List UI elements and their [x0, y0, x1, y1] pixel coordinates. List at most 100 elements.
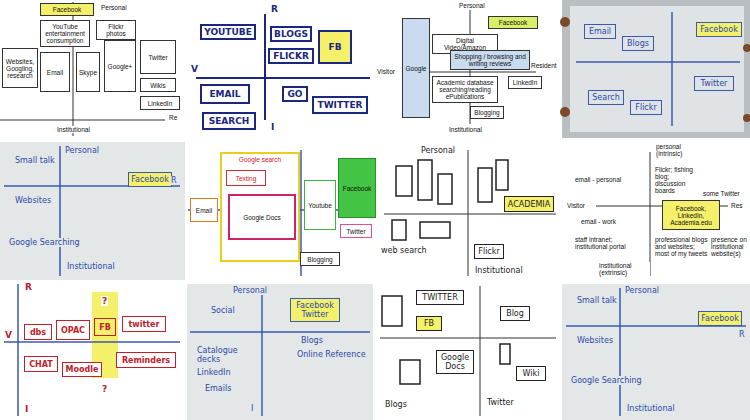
box-text: CHAT: [27, 360, 55, 369]
service-box: Google+: [104, 40, 136, 92]
service-box: CHAT: [24, 356, 58, 372]
map-label: Personal: [420, 146, 456, 155]
service-box: Shopping / browsing and writing reviews: [450, 50, 530, 70]
service-box: FLICKR: [268, 48, 314, 64]
highlight-box: FB: [94, 318, 116, 336]
map-label: Personal: [64, 146, 100, 155]
service-box: LinkedIn: [140, 96, 180, 110]
axis-line: [4, 341, 180, 343]
box-text: Facebook: [341, 185, 373, 192]
axis-line: [261, 288, 263, 416]
box-text: FLICKR: [272, 51, 310, 61]
map-label: R: [738, 330, 746, 339]
service-box: SEARCH: [202, 112, 256, 130]
map-label: Small talk: [576, 296, 618, 305]
service-box: Google: [402, 18, 430, 118]
service-box: Email: [40, 52, 70, 92]
map-label: Small talk: [14, 156, 56, 165]
service-box: Twitter: [340, 224, 372, 238]
box-text: YouTube entertainment consumption: [43, 23, 87, 44]
service-box: Youtube: [304, 180, 336, 230]
empty-box: [420, 222, 450, 238]
map-label: staff intranet; institutional portal: [574, 236, 638, 250]
box-text: Wiki: [519, 369, 543, 378]
service-box: Email: [584, 24, 616, 39]
box-text: Google: [405, 65, 427, 72]
highlight-box: Facebook: [696, 22, 742, 37]
service-box: Blogging: [470, 106, 504, 119]
box-text: LinkedIn: [143, 100, 177, 107]
service-box: Flickr: [474, 244, 504, 259]
map-label: Res: [730, 202, 744, 209]
map-label: Institutional: [66, 262, 116, 271]
map-label: Social: [210, 306, 236, 315]
map-label: Blogs: [384, 400, 408, 409]
box-text: YOUTUBE: [204, 27, 252, 37]
box-text: Blogs: [625, 39, 651, 48]
map-label: Re: [168, 114, 178, 121]
map-label: Resident: [530, 62, 558, 69]
map-label: Institutional: [474, 266, 524, 275]
box-text: EMAIL: [204, 89, 246, 99]
service-box: Blog: [500, 306, 530, 321]
map-label: email - work: [580, 218, 617, 225]
box-text: Twitter: [143, 54, 173, 61]
service-box: Google Docs: [228, 194, 296, 240]
whiteboard: [187, 284, 373, 420]
service-box: Skype: [76, 52, 100, 92]
whiteboard: [0, 142, 185, 280]
map-label: professional blogs and websites; most of…: [654, 236, 710, 257]
empty-box: [382, 296, 402, 326]
service-box: Reminders: [116, 352, 176, 368]
marker-axes: [4, 12, 746, 416]
service-box: Texting: [226, 170, 266, 186]
map-label: Institutional: [56, 126, 91, 133]
empty-box: [400, 360, 420, 384]
map-label: ?: [101, 384, 108, 394]
highlight-box: FB: [318, 30, 352, 64]
empty-box: [396, 166, 412, 196]
highlight-box: Facebook: [40, 3, 94, 16]
box-text: Shopping / browsing and writing reviews: [453, 53, 527, 67]
axis-line: [196, 77, 370, 79]
map-label: Institutional: [448, 126, 483, 133]
map-label: Emails: [204, 384, 232, 393]
box-text: Skype: [79, 69, 97, 76]
map-label: Visitor: [376, 68, 396, 75]
highlight-box: ACADEMIA: [504, 196, 554, 212]
service-box: Google Docs: [436, 350, 474, 374]
box-text: Google Docs: [439, 353, 471, 371]
box-text: FB: [97, 323, 113, 332]
axis-line: [619, 288, 621, 416]
service-box: Blogging: [300, 252, 340, 266]
service-box: LinkedIn: [508, 76, 542, 89]
map-label: I: [250, 404, 254, 413]
map-label: Personal: [232, 286, 268, 295]
map-label: V: [4, 330, 13, 340]
empty-box: [500, 344, 510, 364]
box-text: Facebook, LinkedIn, Academia.edu: [665, 205, 717, 226]
service-box: Academic database searching/reading ePub…: [432, 76, 498, 103]
box-text: Youtube: [307, 202, 333, 209]
axis-line: [190, 331, 370, 333]
box-text: Moodle: [65, 365, 99, 374]
box-text: Blog: [503, 309, 527, 318]
service-box: Blogs: [622, 36, 654, 51]
map-label: Catalogue decks: [196, 346, 258, 364]
map-label: email - personal: [574, 176, 622, 183]
whiteboard: [562, 284, 750, 420]
box-text: Google Docs: [232, 214, 292, 221]
service-box: Facebook: [488, 16, 538, 29]
service-box: EMAIL: [200, 84, 250, 104]
map-label: ?: [101, 296, 108, 306]
service-box: BLOGS: [270, 26, 312, 42]
empty-box: [478, 168, 492, 202]
service-box: Wiki: [516, 366, 546, 381]
map-label: Twitter: [486, 398, 515, 407]
box-text: Facebook: [131, 175, 169, 184]
service-box: Flickr photos: [96, 20, 136, 40]
box-text: Email: [43, 69, 67, 76]
box-text: Facebook: [43, 6, 91, 13]
axis-line: [650, 152, 651, 276]
map-label: personal (intrinsic): [655, 143, 707, 157]
